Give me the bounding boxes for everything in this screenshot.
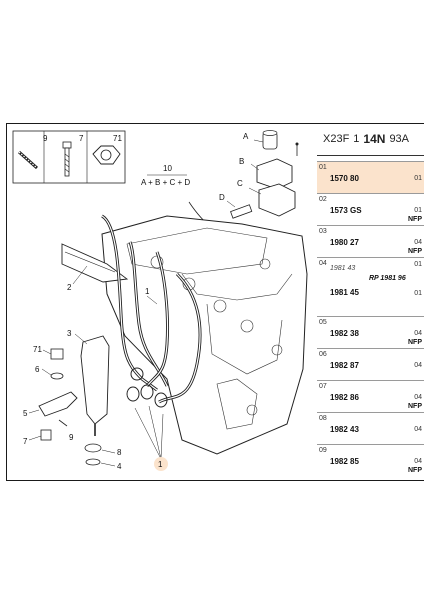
stud-icon bbox=[18, 150, 38, 170]
part-index: 06 bbox=[319, 351, 327, 358]
kit-label-7: 7 bbox=[79, 134, 84, 143]
part-row-03[interactable]: 03 1980 27 04 NFP bbox=[317, 225, 424, 257]
formula-text: A + B + C + D bbox=[141, 178, 190, 187]
callout-71: 71 bbox=[33, 345, 42, 354]
part-quantity: 01 bbox=[414, 290, 422, 297]
reference-header: X23F 1 14N 93A bbox=[317, 124, 424, 154]
formula-number: 10 bbox=[163, 164, 172, 173]
injector-assembly bbox=[38, 335, 110, 466]
header-code-1: X23F bbox=[323, 133, 350, 145]
part-quantity: 04 bbox=[414, 426, 422, 433]
parts-sheet: 9 7 71 10 A bbox=[6, 123, 424, 481]
part-quantity: 04 bbox=[414, 458, 422, 465]
part-reference: 1982 85 bbox=[330, 457, 359, 466]
header-code-4: 93A bbox=[389, 133, 410, 145]
part-old-reference: 1981 43 bbox=[330, 265, 356, 272]
part-reference: 1573 GS bbox=[330, 206, 362, 215]
nut-icon bbox=[92, 145, 121, 165]
callout-1: 1 bbox=[158, 460, 163, 469]
part-index: 07 bbox=[319, 383, 327, 390]
callout-7: 7 bbox=[23, 437, 28, 446]
part-reference: 1980 27 bbox=[330, 238, 359, 247]
callout-5: 5 bbox=[23, 409, 28, 418]
part-quantity: 01 bbox=[414, 175, 422, 182]
callout-6: 6 bbox=[35, 365, 40, 374]
part-old-quantity: 01 bbox=[414, 261, 422, 268]
parts-list-panel: X23F 1 14N 93A 01 1570 80 01 02 1573 GS … bbox=[317, 124, 424, 480]
kit-label-71: 71 bbox=[113, 134, 122, 143]
part-reference: 1982 86 bbox=[330, 393, 359, 402]
part-row-05[interactable]: 05 1982 38 04 NFP bbox=[317, 316, 424, 348]
part-index: 01 bbox=[319, 164, 327, 171]
injection-pipes bbox=[101, 214, 202, 408]
part-row-09[interactable]: 09 1982 85 04 NFP bbox=[317, 444, 424, 476]
part-quantity: 04 bbox=[414, 362, 422, 369]
part-note: NFP bbox=[408, 403, 422, 410]
part-reference: 1981 45 bbox=[330, 288, 359, 297]
part-reference: 1982 43 bbox=[330, 425, 359, 434]
bolt-icon bbox=[62, 141, 72, 177]
part-row-04[interactable]: 04 1981 43 01 RP 1981 96 1981 45 01 bbox=[317, 257, 424, 316]
part-reference: 1570 80 bbox=[330, 174, 359, 183]
part-index: 03 bbox=[319, 228, 327, 235]
engine-block bbox=[101, 215, 308, 455]
parts-list: 01 1570 80 01 02 1573 GS 01 NFP 03 1980 … bbox=[317, 161, 424, 476]
part-note: NFP bbox=[408, 248, 422, 255]
callout-C: C bbox=[237, 179, 243, 188]
callout-2: 2 bbox=[67, 283, 72, 292]
header-code-3: 14N bbox=[363, 132, 386, 146]
header-divider bbox=[317, 155, 424, 156]
rail-part bbox=[61, 243, 129, 283]
part-index: 08 bbox=[319, 415, 327, 422]
part-index: 09 bbox=[319, 447, 327, 454]
part-quantity: 04 bbox=[414, 239, 422, 246]
callout-1-b: 1 bbox=[145, 287, 150, 296]
part-row-01[interactable]: 01 1570 80 01 bbox=[317, 161, 424, 193]
exploded-diagram: 9 7 71 10 A bbox=[12, 130, 308, 471]
part-index: 04 bbox=[319, 260, 327, 267]
part-replacement: RP 1981 96 bbox=[369, 275, 406, 282]
part-quantity: 04 bbox=[414, 330, 422, 337]
part-row-06[interactable]: 06 1982 87 04 bbox=[317, 348, 424, 380]
callout-A: A bbox=[243, 132, 249, 141]
part-quantity: 04 bbox=[414, 394, 422, 401]
part-note: NFP bbox=[408, 339, 422, 346]
callout-8: 8 bbox=[117, 448, 122, 457]
callout-D: D bbox=[219, 193, 225, 202]
part-row-02[interactable]: 02 1573 GS 01 NFP bbox=[317, 193, 424, 225]
callout-4: 4 bbox=[117, 462, 122, 471]
part-reference: 1982 87 bbox=[330, 361, 359, 370]
kit-box: 9 7 71 bbox=[12, 130, 126, 184]
part-note: NFP bbox=[408, 216, 422, 223]
part-row-07[interactable]: 07 1982 86 04 NFP bbox=[317, 380, 424, 412]
header-code-2: 1 bbox=[353, 133, 360, 145]
part-quantity: 01 bbox=[414, 207, 422, 214]
part-index: 02 bbox=[319, 196, 327, 203]
part-row-08[interactable]: 08 1982 43 04 bbox=[317, 412, 424, 444]
part-index: 05 bbox=[319, 319, 327, 326]
kit-label-9: 9 bbox=[43, 134, 48, 143]
bracket-assembly bbox=[226, 130, 299, 219]
part-note: NFP bbox=[408, 467, 422, 474]
callout-3: 3 bbox=[67, 329, 72, 338]
callout-B: B bbox=[239, 157, 244, 166]
callout-9: 9 bbox=[69, 433, 74, 442]
part-reference: 1982 38 bbox=[330, 329, 359, 338]
